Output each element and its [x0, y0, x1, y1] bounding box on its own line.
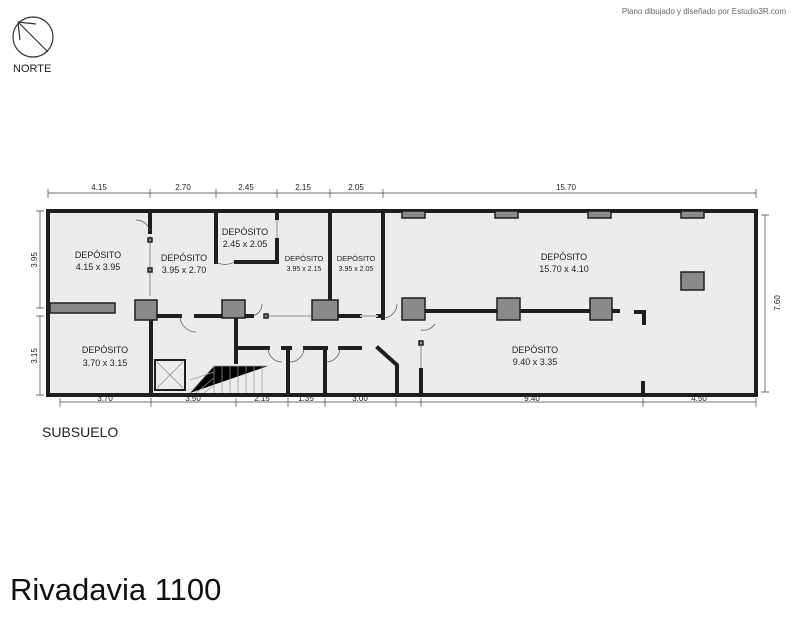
elevator-icon — [154, 359, 186, 391]
pillars — [49, 210, 705, 346]
room-name: DEPÓSITO — [75, 250, 121, 260]
room-size: 3.95 x 2.05 — [339, 266, 374, 273]
dimension-label: 2.70 — [175, 183, 191, 192]
dimension-label: 7.60 — [773, 295, 782, 311]
dimension-label: 3.95 — [30, 252, 39, 268]
floor-label: SUBSUELO — [42, 424, 119, 440]
room-name: DEPÓSITO — [222, 227, 268, 237]
room-size: 3.70 x 3.15 — [83, 358, 128, 368]
dimension-label: 3.15 — [30, 348, 39, 364]
dimension-label: 2.45 — [238, 183, 254, 192]
dimension-label: 3.70 — [97, 394, 113, 403]
dimension-label: 4.50 — [691, 394, 707, 403]
dimension-label: 2.15 — [295, 183, 311, 192]
room-name: DEPÓSITO — [161, 253, 207, 263]
dimension-label: 4.15 — [91, 183, 107, 192]
dimension-label: 2.05 — [348, 183, 364, 192]
room-name: DEPÓSITO — [541, 252, 587, 262]
dimension-label: 2.15 — [254, 394, 270, 403]
dimension-label: 3.50 — [185, 394, 201, 403]
doors — [135, 219, 436, 363]
room-size: 4.15 x 3.95 — [76, 262, 121, 272]
dimension-label: 3.00 — [352, 394, 368, 403]
credit-text: Plano dibujado y diseñado por Estudio3R.… — [621, 7, 786, 16]
room-name: DEPÓSITO — [285, 254, 324, 263]
north-arrow-icon — [12, 16, 54, 58]
room-size: 15.70 x 4.10 — [539, 264, 589, 274]
room-name: DEPÓSITO — [82, 345, 128, 355]
north-label: NORTE — [13, 63, 52, 75]
dimension-lines — [36, 189, 769, 407]
room-size: 9.40 x 3.35 — [513, 357, 558, 367]
room-size: 3.95 x 2.70 — [162, 265, 207, 275]
room-name: DEPÓSITO — [337, 254, 376, 263]
plan-title: Rivadavia 1100 — [10, 572, 222, 607]
dimension-label: 15.70 — [556, 183, 577, 192]
room-name: DEPÓSITO — [512, 345, 558, 355]
dimension-label: 9.40 — [524, 394, 540, 403]
stairs-icon — [189, 365, 268, 394]
room-size: 3.95 x 2.15 — [287, 266, 322, 273]
dimension-label: 1.35 — [298, 394, 314, 403]
room-size: 2.45 x 2.05 — [223, 239, 268, 249]
